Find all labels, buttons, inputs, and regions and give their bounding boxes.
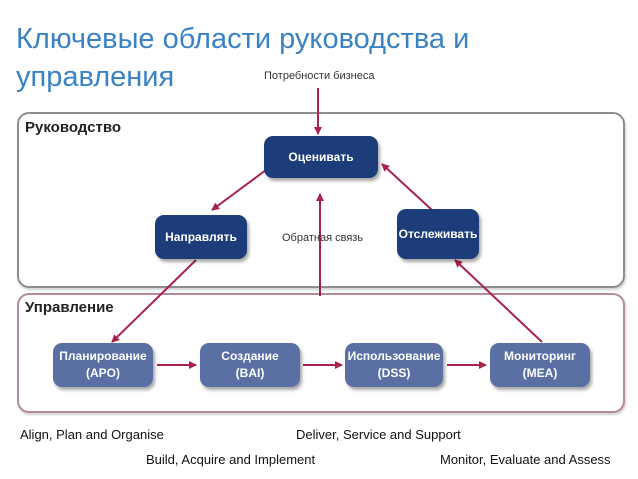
caption-dss: Deliver, Service and Support [296, 427, 461, 442]
dss-box: Использование (DSS) [345, 343, 443, 387]
mea-box-name: Мониторинг [504, 349, 576, 363]
slide-title: Ключевые области руководства и управлени… [16, 23, 470, 93]
governance-label: Руководство [25, 119, 122, 136]
bai-box: Создание (BAI) [200, 343, 300, 387]
bai-box-name: Создание [221, 349, 279, 363]
direct-box: Направлять [155, 215, 247, 259]
caption-apo: Align, Plan and Organise [20, 427, 164, 442]
direct-to-apo-arrow [111, 259, 197, 343]
caption-bai: Build, Acquire and Implement [146, 452, 316, 467]
mea-box: Мониторинг (MEA) [490, 343, 590, 387]
feedback-label: Обратная связь [282, 232, 364, 244]
monitor-to-evaluate-arrow [381, 163, 433, 211]
apo-box: Планирование (APO) [53, 343, 153, 387]
apo-box-name: Планирование [59, 349, 147, 363]
apo-box-code: (APO) [86, 366, 120, 380]
bai-box-code: (BAI) [235, 366, 265, 380]
mea-box-code: (MEA) [522, 366, 558, 380]
dss-box-name: Использование [347, 349, 441, 363]
mea-to-monitor-arrow [454, 259, 543, 343]
evaluate-box: Оценивать [264, 136, 378, 178]
dss-box-code: (DSS) [377, 366, 411, 380]
monitor-box: Отслеживать [397, 209, 479, 259]
caption-mea: Monitor, Evaluate and Assess [440, 452, 611, 467]
business-needs-label: Потребности бизнеса [264, 70, 375, 82]
evaluate-to-direct-arrow [211, 169, 267, 211]
management-label: Управление [25, 299, 114, 316]
